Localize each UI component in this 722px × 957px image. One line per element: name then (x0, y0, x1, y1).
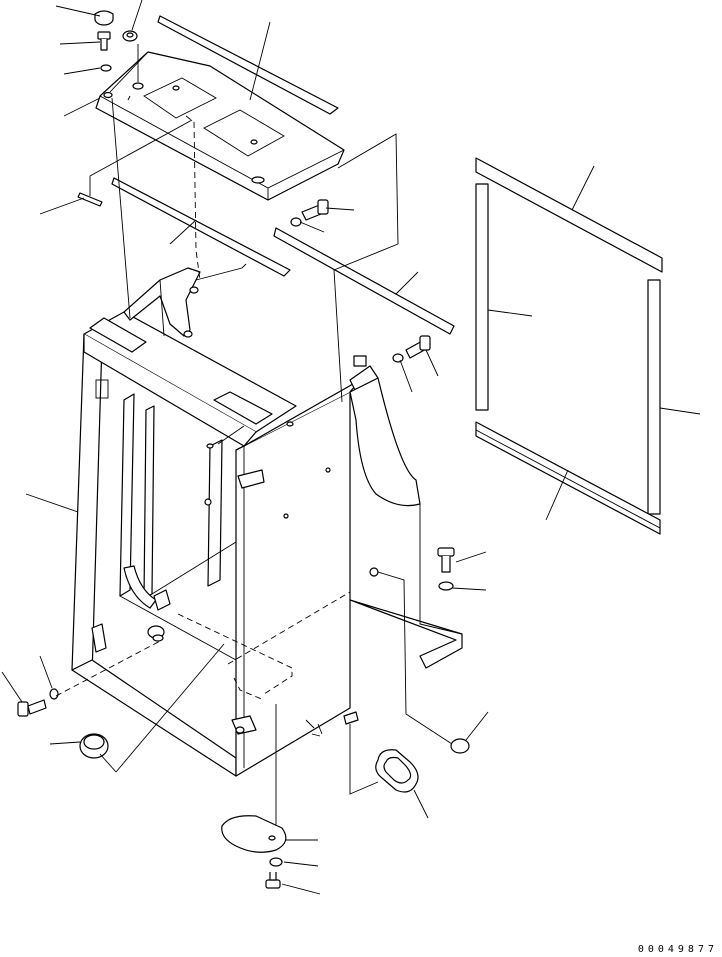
cap-lower-left (79, 733, 109, 759)
long-side-bar (273, 227, 455, 335)
grommet-inner (147, 625, 165, 642)
bolt-top (97, 31, 111, 51)
leader-lines (1, 0, 701, 895)
assembly-dashed-lines (55, 95, 351, 701)
bolt-bottom (265, 872, 281, 889)
cover-plate (221, 815, 287, 853)
window-seal-frame (475, 157, 663, 535)
hole-marker (132, 82, 144, 90)
bolt-lower-right (437, 547, 455, 573)
washer-bottom (269, 857, 283, 867)
drawing-part-number: 00049877 (637, 944, 718, 955)
cap-top (94, 10, 114, 26)
bolt-right (405, 335, 431, 359)
washer-lower-right (438, 581, 454, 591)
rubber-grommet (375, 749, 419, 793)
bolt-lower-left (17, 699, 47, 717)
cap-lower-right (450, 738, 470, 754)
washer-lower-left (49, 688, 59, 700)
grommet-top (122, 30, 138, 42)
pin (77, 192, 103, 207)
upper-seal-strip (157, 15, 339, 115)
top-cover-panel (95, 51, 345, 201)
washer-right (392, 353, 404, 363)
main-frame (71, 267, 463, 777)
middle-seal-strip (111, 177, 291, 277)
washer-top (100, 64, 112, 72)
washer-mid (290, 217, 302, 227)
bolt-mid (301, 199, 329, 221)
